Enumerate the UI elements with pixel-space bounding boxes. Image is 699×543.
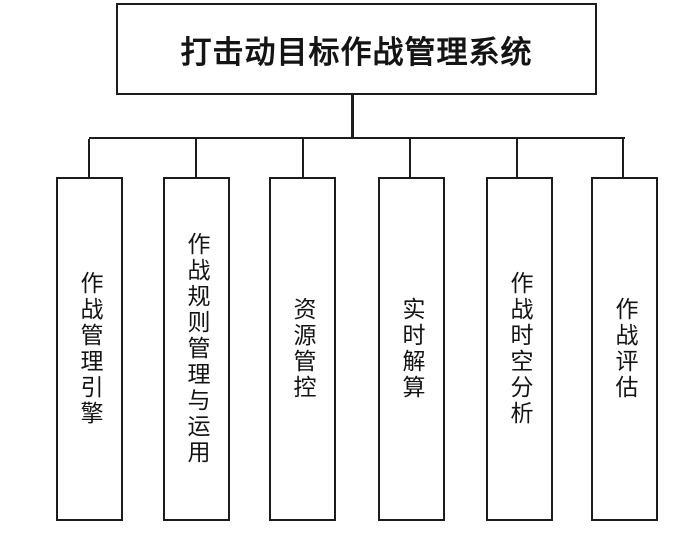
child-node-resource-control: 资源管控 <box>269 177 336 521</box>
child-node-label: 作战管理引擎 <box>77 271 103 427</box>
child-node-combat-rules-management: 作战规则管理与运用 <box>163 177 230 521</box>
child-node-label: 作战规则管理与运用 <box>184 232 210 466</box>
connector-drop-2 <box>195 139 197 177</box>
connector-drop-3 <box>302 139 304 177</box>
child-node-combat-assessment: 作战评估 <box>591 177 658 521</box>
child-node-combat-management-engine: 作战管理引擎 <box>56 177 123 521</box>
connector-drop-6 <box>622 139 624 177</box>
connector-stem <box>351 95 354 138</box>
child-node-realtime-computation: 实时解算 <box>378 177 445 521</box>
child-node-label: 实时解算 <box>399 297 425 401</box>
connector-horizontal <box>89 137 625 139</box>
connector-drop-1 <box>88 139 90 177</box>
root-node-label: 打击动目标作战管理系统 <box>180 34 533 70</box>
child-node-spatiotemporal-analysis: 作战时空分析 <box>486 177 553 521</box>
root-node: 打击动目标作战管理系统 <box>116 3 597 95</box>
connector-drop-4 <box>409 139 411 177</box>
connector-drop-5 <box>516 139 518 177</box>
child-node-label: 作战时空分析 <box>507 271 533 427</box>
child-node-label: 作战评估 <box>612 297 638 401</box>
child-node-label: 资源管控 <box>290 297 316 401</box>
